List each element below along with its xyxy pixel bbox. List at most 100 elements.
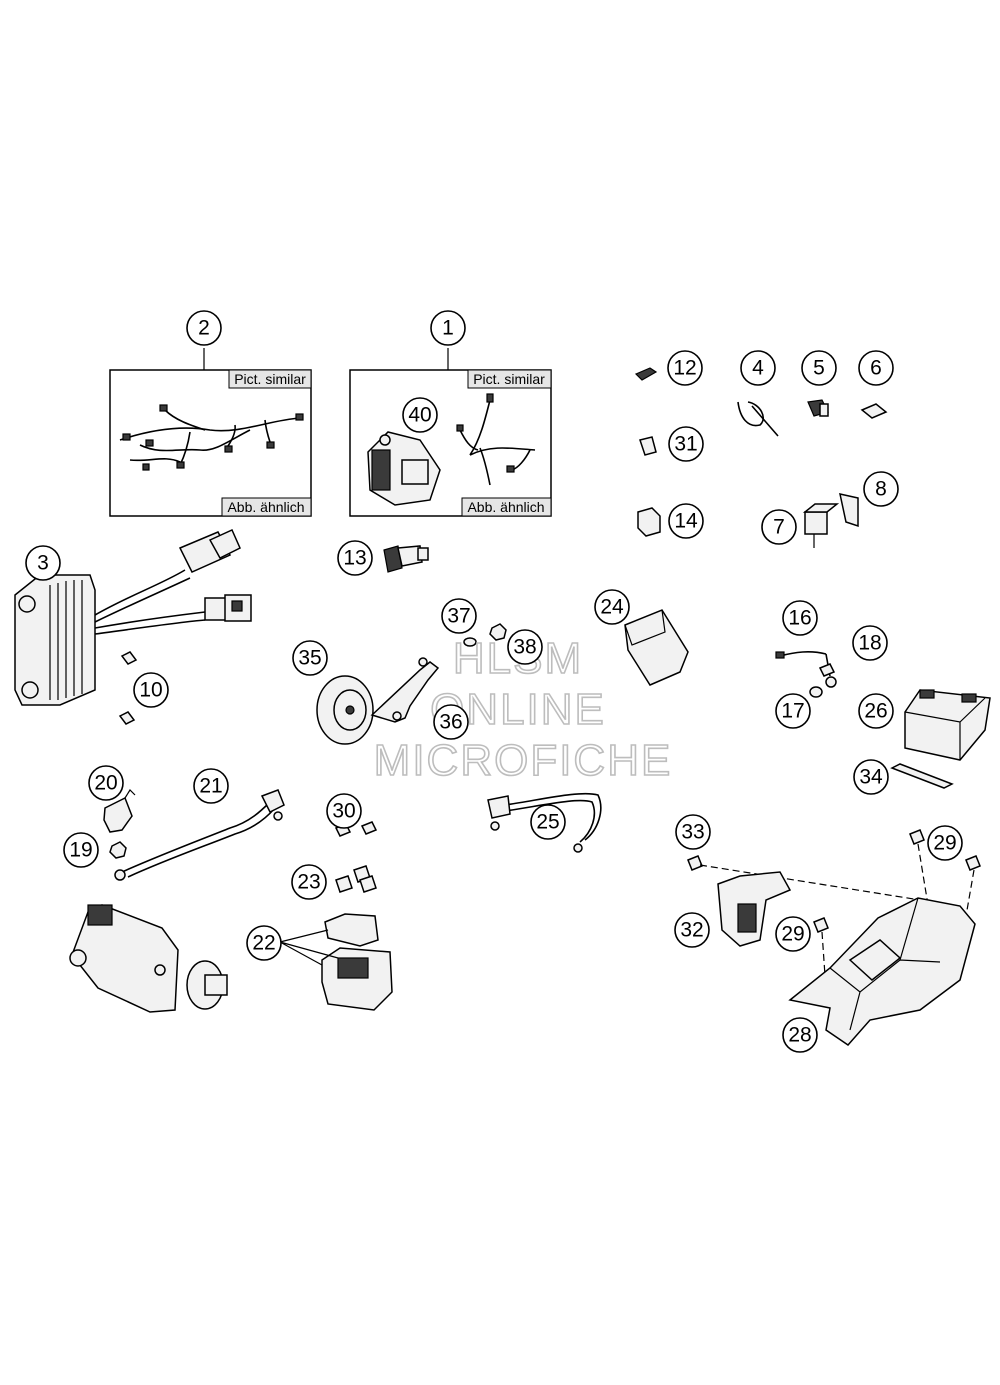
svg-text:MICROFICHE: MICROFICHE: [374, 736, 673, 785]
svg-text:30: 30: [332, 800, 355, 823]
svg-text:24: 24: [600, 596, 624, 619]
svg-text:21: 21: [199, 775, 222, 798]
svg-text:Pict. similar: Pict. similar: [234, 371, 306, 387]
callout-21: 21: [193, 768, 229, 804]
callout-23: 23: [291, 864, 327, 900]
svg-text:29: 29: [933, 832, 956, 855]
sub-wiring-harness: [456, 393, 536, 486]
svg-text:13: 13: [343, 547, 366, 570]
starter-cable-21: [114, 789, 285, 881]
callout-10: 10: [133, 672, 169, 708]
voltage-regulator: [14, 529, 252, 706]
svg-text:Pict. similar: Pict. similar: [473, 371, 545, 387]
svg-text:18: 18: [858, 632, 881, 655]
screw-18: [818, 663, 836, 677]
callout-31: 31: [668, 426, 704, 462]
battery-26: [904, 689, 991, 761]
connector-13: [383, 545, 429, 573]
horn: [316, 675, 374, 745]
svg-text:28: 28: [788, 1024, 811, 1047]
fuse-12: [634, 367, 658, 381]
callout-2: 2: [186, 310, 222, 346]
svg-text:40: 40: [408, 404, 431, 427]
fuses-23: [335, 865, 377, 893]
svg-text:3: 3: [37, 552, 49, 575]
svg-text:Abb. ähnlich: Abb. ähnlich: [467, 499, 544, 515]
callout-19: 19: [63, 832, 99, 868]
svg-text:22: 22: [252, 932, 275, 955]
relay-7: [802, 503, 840, 548]
svg-text:20: 20: [94, 772, 117, 795]
svg-text:19: 19: [69, 839, 92, 862]
fuse-31: [639, 436, 657, 456]
callout-13: 13: [337, 540, 373, 576]
pict-similar-tag: Pict. similar: [228, 369, 312, 389]
svg-text:10: 10: [139, 679, 162, 702]
callout-16: 16: [782, 600, 818, 636]
pict-similar-tag: Pict. similar: [467, 369, 552, 389]
main-wiring-harness: [119, 404, 304, 471]
svg-text:17: 17: [781, 700, 804, 723]
svg-text:7: 7: [773, 516, 785, 539]
svg-text:1: 1: [442, 317, 454, 340]
svg-text:5: 5: [813, 357, 825, 380]
fuse-box-bracket-32: [717, 871, 792, 947]
screw-29-top: [909, 829, 925, 845]
abb-aehnlich-tag: Abb. ähnlich: [221, 497, 312, 517]
callout-8: 8: [863, 471, 899, 507]
callout-26: 26: [858, 693, 894, 729]
callout-3: 3: [25, 545, 61, 581]
callout-34: 34: [853, 759, 889, 795]
svg-text:25: 25: [536, 811, 559, 834]
svg-text:35: 35: [298, 647, 321, 670]
svg-text:38: 38: [513, 636, 536, 659]
callout-14: 14: [668, 503, 704, 539]
svg-text:6: 6: [870, 357, 882, 380]
callout-29-top: 29: [927, 825, 963, 861]
bracket-8: [839, 493, 859, 528]
svg-text:2: 2: [198, 317, 210, 340]
nut-19: [109, 841, 127, 859]
svg-text:14: 14: [674, 510, 698, 533]
svg-text:12: 12: [673, 357, 696, 380]
svg-text:Abb. ähnlich: Abb. ähnlich: [227, 499, 304, 515]
callout-28: 28: [782, 1017, 818, 1053]
washer-17: [809, 686, 823, 698]
callout-38: 38: [507, 629, 543, 665]
callout-17: 17: [775, 693, 811, 729]
clip-6: [860, 403, 888, 419]
callout-5: 5: [801, 350, 837, 386]
battery-box-28: [788, 897, 976, 1046]
callout-18: 18: [852, 625, 888, 661]
abb-aehnlich-tag: Abb. ähnlich: [461, 497, 552, 517]
callout-37: 37: [441, 598, 477, 634]
callout-22: 22: [246, 925, 282, 961]
callout-33: 33: [675, 814, 711, 850]
callout-29-lower: 29: [775, 916, 811, 952]
horn-bracket: [370, 657, 440, 723]
svg-text:29: 29: [781, 923, 804, 946]
callout-4: 4: [740, 350, 776, 386]
svg-text:36: 36: [439, 711, 462, 734]
starter-motor: [69, 904, 228, 1013]
harness-1-panel: Pict. similar Abb. ähnlich: [349, 369, 552, 517]
svg-text:33: 33: [681, 821, 704, 844]
svg-text:34: 34: [859, 766, 883, 789]
callout-12: 12: [667, 350, 703, 386]
control-unit-24: [624, 609, 689, 686]
screw-33: [687, 855, 703, 871]
callout-40: 40: [402, 397, 438, 433]
callout-6: 6: [858, 350, 894, 386]
battery-pad-34: [890, 763, 954, 789]
clip-5: [807, 399, 829, 417]
screw-29-lower: [813, 917, 829, 933]
svg-text:31: 31: [674, 433, 697, 456]
screw-10-lower: [118, 711, 136, 725]
svg-text:4: 4: [752, 357, 764, 380]
switch-bracket-40: [367, 431, 441, 506]
svg-text:32: 32: [680, 919, 703, 942]
svg-text:23: 23: [297, 871, 320, 894]
callout-36: 36: [433, 704, 469, 740]
screw-10-upper: [120, 651, 138, 665]
callout-1: 1: [430, 310, 466, 346]
